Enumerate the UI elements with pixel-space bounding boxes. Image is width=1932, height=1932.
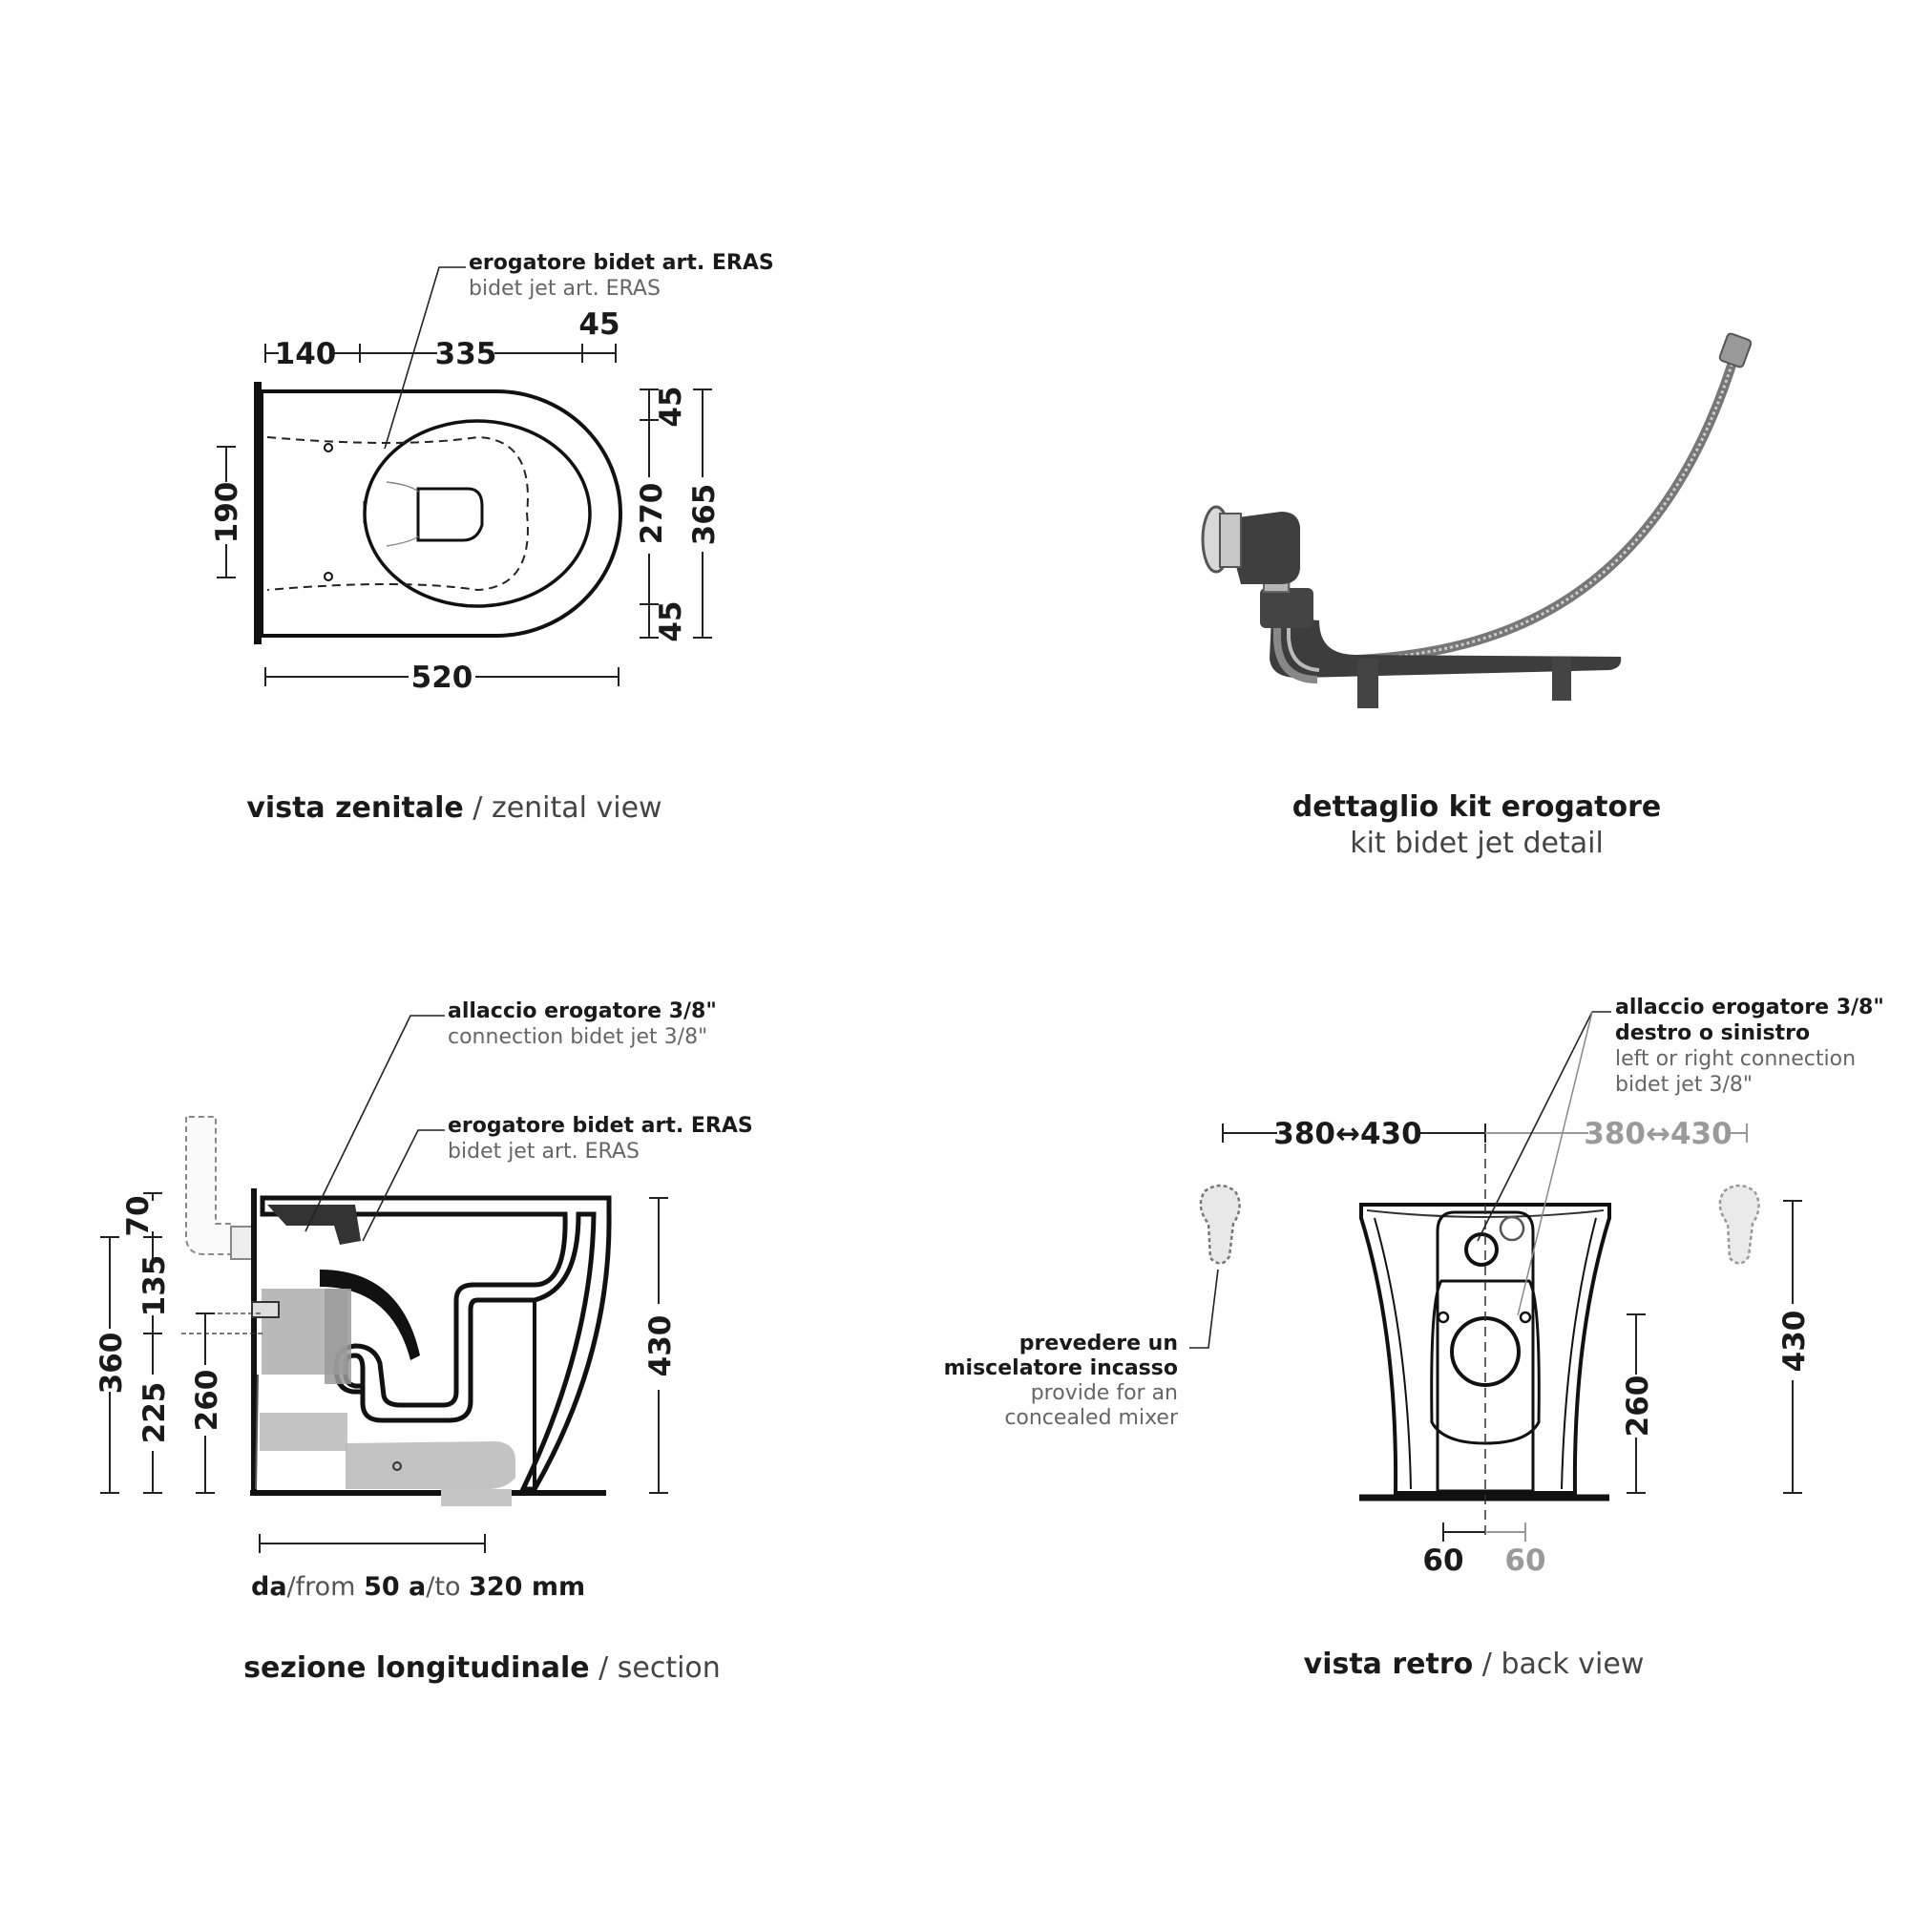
kit-connector xyxy=(1260,588,1313,628)
back-view: 380↔430 380↔430 430 260 60 60 allaccio e… xyxy=(944,996,1884,1681)
dim-260-section: 260 xyxy=(190,1370,224,1432)
back-callout-leader-right xyxy=(1517,1011,1593,1316)
dim-60-black: 60 xyxy=(1422,1544,1463,1578)
dim-45-a: 45 xyxy=(654,386,688,427)
section-range-label: da/from 50 a/to 320 mm xyxy=(251,1572,585,1602)
zenital-bowl xyxy=(363,419,592,608)
section-callout2-normal: bidet jet art. ERAS xyxy=(448,1140,640,1164)
mixer-note-line1: prevedere un xyxy=(1019,1332,1178,1355)
dim-520: 520 xyxy=(411,661,473,695)
zenital-view: 140 335 45 190 45 270 45 365 520 erogato… xyxy=(210,251,774,825)
back-connection-right xyxy=(1499,1215,1525,1242)
dim-190: 190 xyxy=(210,482,244,544)
back-callout-line3: left or right connection xyxy=(1615,1047,1856,1071)
kit-detail: dettaglio kit erogatore kit bidet jet de… xyxy=(1201,332,1753,860)
dim-260-back: 260 xyxy=(1621,1376,1655,1438)
kit-flex-hose xyxy=(1301,351,1740,666)
kit-housing xyxy=(1224,512,1300,584)
mixer-note-line3: provide for an xyxy=(1031,1381,1178,1405)
zenital-drain xyxy=(416,487,484,542)
mixer-left xyxy=(1199,1184,1241,1265)
section-floor-socket xyxy=(441,1489,512,1506)
section-view: 360 70 135 225 260 430 da/from 50 a/to 3… xyxy=(94,999,753,1685)
section-ceramic-body xyxy=(260,1195,612,1492)
section-callout2-leader xyxy=(362,1129,445,1242)
dim-135: 135 xyxy=(137,1255,172,1317)
dim-60-grey: 60 xyxy=(1504,1544,1545,1578)
kit-caption-normal: kit bidet jet detail xyxy=(1350,827,1604,860)
zenital-hidden-lines xyxy=(266,435,529,592)
section-callout1-leader xyxy=(304,1015,445,1232)
mixer-right xyxy=(1718,1184,1760,1265)
section-callout2-bold: erogatore bidet art. ERAS xyxy=(448,1114,753,1138)
kit-hose-nut xyxy=(1718,332,1753,368)
kit-clip-2 xyxy=(1552,657,1571,701)
dim-430-back: 430 xyxy=(1777,1311,1812,1373)
back-callout-line2: destro o sinistro xyxy=(1615,1021,1810,1045)
mixer-note-leader xyxy=(1189,1269,1219,1349)
zenital-outer-body xyxy=(260,389,622,638)
back-callout-line1: allaccio erogatore 3/8" xyxy=(1615,996,1884,1019)
zenital-hole-bottom xyxy=(324,572,333,581)
section-caption: sezione longitudinale / section xyxy=(243,1651,721,1685)
dim-380-430-left: 380↔430 xyxy=(1273,1117,1421,1151)
zenital-caption: vista zenitale / zenital view xyxy=(246,791,662,825)
section-jet-bracket xyxy=(267,1205,361,1245)
section-trapway xyxy=(320,1270,420,1360)
section-callout1-bold: allaccio erogatore 3/8" xyxy=(448,999,717,1023)
dim-430-section: 430 xyxy=(643,1315,678,1377)
back-inset xyxy=(1436,1210,1535,1493)
mixer-note-line2: miscelatore incasso xyxy=(944,1356,1178,1380)
dim-225: 225 xyxy=(137,1382,172,1444)
dim-360: 360 xyxy=(94,1333,129,1395)
kit-clip-1 xyxy=(1357,659,1378,708)
section-callout1-normal: connection bidet jet 3/8" xyxy=(448,1025,707,1049)
dim-335: 335 xyxy=(435,337,497,371)
back-callout-line4: bidet jet 3/8" xyxy=(1615,1073,1753,1097)
dim-45-top: 45 xyxy=(578,307,620,342)
dim-270: 270 xyxy=(635,483,669,545)
section-supply-pipe xyxy=(185,1116,234,1255)
zenital-callout-bold: erogatore bidet art. ERAS xyxy=(469,251,774,275)
dim-45-b: 45 xyxy=(654,600,688,641)
dim-70: 70 xyxy=(121,1195,156,1236)
dim-380-430-right: 380↔430 xyxy=(1584,1117,1732,1151)
back-caption: vista retro / back view xyxy=(1304,1648,1645,1681)
section-flex-connector xyxy=(346,1441,515,1489)
dim-365: 365 xyxy=(687,484,722,546)
zenital-callout-leader xyxy=(384,266,466,450)
mixer-note-line4: concealed mixer xyxy=(1004,1406,1179,1430)
dim-140: 140 xyxy=(275,337,337,371)
zenital-callout-normal: bidet jet art. ERAS xyxy=(469,277,661,301)
zenital-contour xyxy=(386,481,419,547)
zenital-hole-top xyxy=(324,443,333,452)
section-waste-pipe xyxy=(260,1413,347,1451)
kit-caption-bold: dettaglio kit erogatore xyxy=(1292,790,1661,824)
